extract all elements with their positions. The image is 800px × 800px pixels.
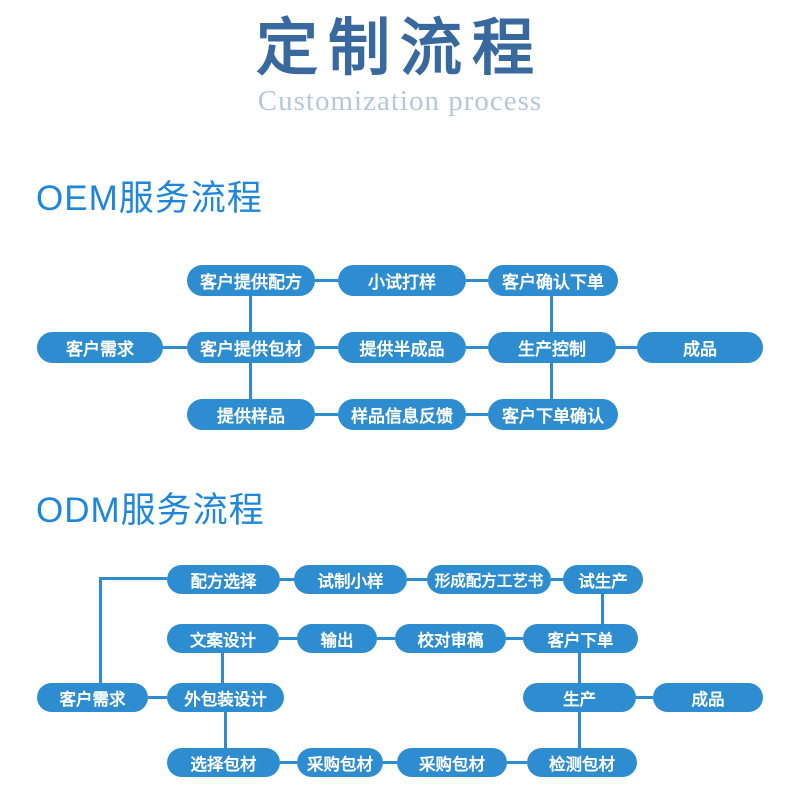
oem-node-customer-demand: 客户需求: [37, 332, 163, 363]
connector-line-v: [221, 653, 224, 683]
page-subtitle: Customization process: [257, 85, 543, 117]
connector-elbow-h: [99, 577, 167, 580]
connector-line-h: [507, 761, 527, 764]
odm-node-customer-demand: 客户需求: [37, 683, 148, 712]
connector-line-v: [550, 296, 553, 332]
oem-node-finished-product: 成品: [637, 332, 763, 363]
connector-line-h: [315, 279, 338, 282]
odm-node-purchase-packaging-1: 采购包材: [297, 748, 383, 777]
oem-node-customer-confirms-order: 客户确认下单: [488, 265, 618, 296]
connector-line-v: [578, 712, 581, 748]
odm-node-formula-selection: 配方选择: [167, 565, 280, 594]
connector-line-h: [279, 637, 297, 640]
oem-node-customer-order-confirmation: 客户下单确认: [488, 399, 618, 430]
connector-elbow-v: [99, 577, 102, 683]
connector-line-h: [377, 637, 395, 640]
odm-node-select-packaging: 选择包材: [167, 748, 280, 777]
connector-line-v: [578, 653, 581, 683]
odm-heading: ODM服务流程: [36, 491, 265, 530]
oem-heading: OEM服务流程: [36, 179, 263, 218]
connector-line-h: [506, 637, 523, 640]
connector-line-v: [601, 594, 604, 624]
oem-node-customer-provides-packaging: 客户提供包材: [187, 332, 315, 363]
connector-line-h: [163, 346, 187, 349]
connector-line-v: [249, 296, 252, 332]
odm-node-inspect-packaging: 检测包材: [527, 748, 637, 777]
oem-node-trial-sample: 小试打样: [338, 265, 466, 296]
connector-line-h: [315, 346, 338, 349]
connector-line-h: [616, 346, 637, 349]
oem-node-semi-finished-product: 提供半成品: [338, 332, 466, 363]
connector-line-h: [148, 696, 167, 699]
odm-node-copywriting-design: 文案设计: [167, 624, 279, 653]
connector-line-h: [315, 413, 338, 416]
connector-line-v: [550, 363, 553, 399]
oem-node-sample-feedback: 样品信息反馈: [338, 399, 466, 430]
odm-node-finished-product: 成品: [653, 683, 763, 712]
odm-node-outer-packaging-design: 外包装设计: [167, 683, 284, 712]
odm-node-trial-production: 试生产: [563, 565, 643, 594]
connector-line-h: [407, 578, 427, 581]
oem-node-production-control: 生产控制: [488, 332, 616, 363]
connector-line-h: [551, 578, 563, 581]
connector-line-h: [466, 279, 488, 282]
odm-node-formula-process-document: 形成配方工艺书: [427, 565, 551, 594]
odm-node-purchase-packaging-2: 采购包材: [397, 748, 507, 777]
page-title: 定制流程: [255, 15, 544, 83]
odm-node-customer-order: 客户下单: [523, 624, 638, 653]
odm-node-proofreading: 校对审稿: [395, 624, 506, 653]
connector-line-h: [383, 761, 397, 764]
connector-line-h: [466, 413, 488, 416]
connector-line-h: [466, 346, 488, 349]
odm-node-production: 生产: [523, 683, 636, 712]
odm-node-output: 输出: [297, 624, 377, 653]
odm-node-trial-small-sample: 试制小样: [294, 565, 407, 594]
connector-line-h: [280, 761, 297, 764]
connector-line-v: [224, 712, 227, 748]
connector-line-h: [636, 696, 653, 699]
oem-node-customer-provides-formula: 客户提供配方: [187, 265, 315, 296]
oem-node-provide-sample: 提供样品: [187, 399, 315, 430]
connector-line-h: [280, 578, 294, 581]
connector-line-v: [249, 363, 252, 399]
